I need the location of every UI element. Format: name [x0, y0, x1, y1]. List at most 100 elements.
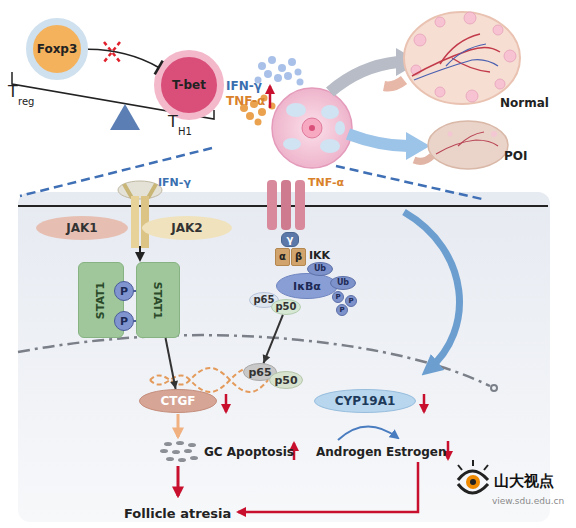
ikk-subunit: γ — [281, 232, 299, 247]
art-ellipse — [178, 458, 186, 462]
phospho-circle: P — [336, 304, 348, 316]
art-ellipse — [160, 449, 168, 453]
nuclear-envelope-end — [491, 385, 497, 391]
phospho-circle: P — [332, 291, 344, 303]
increase-arrow — [269, 86, 272, 108]
fulcrum-triangle — [110, 104, 140, 130]
outcome-arrow-head — [406, 132, 430, 160]
connector-line — [88, 49, 159, 67]
art-circle — [278, 64, 286, 72]
phospho-circle-shape — [337, 305, 348, 316]
signal-arrow — [139, 246, 141, 260]
ubiquitin-oval-shape — [308, 263, 333, 276]
gene-oval: CTGF — [139, 389, 217, 413]
art-circle — [491, 131, 497, 137]
outcome-label: Follicle atresia — [124, 507, 231, 520]
art-ellipse — [286, 103, 306, 117]
phospho-circle-shape — [346, 296, 357, 307]
art-circle — [448, 132, 453, 137]
art-ellipse — [176, 441, 184, 445]
nfkb-subunit-shape — [272, 300, 301, 315]
cell-label: T — [168, 114, 178, 130]
kinase-oval: JAK2 — [142, 216, 232, 240]
art-circle — [504, 50, 516, 62]
node-text: p50 — [274, 375, 297, 386]
phospho-circle: P — [114, 281, 134, 301]
connector-line — [264, 315, 283, 363]
art-circle — [258, 108, 266, 116]
ikk-subunit: β — [291, 248, 306, 266]
node-text: p65 — [253, 295, 274, 305]
connector — [263, 315, 283, 363]
cell-subscript: H1 — [178, 127, 192, 137]
ifn-receptor-chain — [141, 196, 149, 248]
process-label: GC Apoptosis — [204, 446, 294, 458]
node-text: T-bet — [172, 79, 206, 91]
signal-arrow — [238, 462, 418, 512]
art-ellipse — [184, 449, 192, 453]
node-text: γ — [287, 235, 294, 245]
kinase-oval-shape — [142, 216, 232, 240]
connector-head — [263, 354, 270, 363]
cytokine-label: IFN-γ — [226, 80, 262, 92]
inhibitor-oval: IκBα — [276, 273, 338, 299]
phospho-circle: P — [114, 311, 134, 331]
connector — [166, 338, 178, 389]
gene-oval-shape — [315, 390, 416, 413]
treg-cell-shape — [30, 22, 85, 77]
node-text: P — [339, 307, 344, 314]
th1-cell-shape — [158, 54, 221, 117]
connector-line — [166, 338, 176, 389]
decrease-arrow — [225, 394, 228, 412]
ubiquitin-oval-shape — [331, 277, 356, 290]
art-ellipse — [320, 139, 340, 153]
molecule-label: Estrogen — [386, 446, 447, 458]
node-text: β — [295, 252, 302, 262]
art-circle — [284, 72, 292, 80]
oocyte — [302, 118, 322, 138]
art-ellipse — [188, 443, 196, 447]
art-circle — [246, 112, 254, 120]
block-cross — [104, 42, 120, 62]
node-text: P — [335, 294, 340, 301]
art-circle — [297, 79, 304, 86]
node-text: IκBα — [293, 281, 321, 292]
art-circle — [493, 25, 503, 35]
signal-arrow — [404, 212, 459, 370]
follicle — [272, 88, 352, 168]
node-text: P — [120, 286, 128, 297]
art-path — [414, 60, 498, 80]
ovary-vessels — [436, 132, 498, 154]
node-text: Foxp3 — [37, 43, 78, 55]
art-circle — [268, 56, 276, 64]
art-path — [458, 132, 484, 146]
art-ellipse — [190, 456, 198, 460]
tnf-receptor-chain — [281, 180, 291, 230]
ubiquitin-oval: Ub — [307, 262, 333, 276]
ovary-vessels — [414, 44, 498, 80]
stat-box: STAT1 — [136, 262, 180, 338]
cell-subscript: reg — [18, 97, 34, 107]
node-text: JAK2 — [171, 222, 202, 234]
decrease-arrow — [447, 441, 450, 459]
art-circle — [258, 62, 266, 70]
ubiquitin-oval: Ub — [330, 276, 356, 290]
dna-fragments — [160, 441, 198, 462]
art-circle — [288, 58, 296, 66]
art-circle — [466, 475, 480, 489]
art-ellipse — [321, 105, 339, 119]
conversion-arrow — [338, 426, 398, 440]
art-path — [458, 460, 488, 470]
art-path — [446, 44, 486, 66]
art-ellipse — [335, 121, 345, 135]
art-circle — [264, 70, 272, 78]
watermark: 山大视点 — [494, 474, 554, 489]
treg-cell: Foxp3 — [26, 18, 88, 80]
nuclear-envelope — [18, 335, 490, 386]
nfkb-subunit: p50 — [271, 299, 301, 315]
art-circle — [470, 479, 476, 485]
node-text: Ub — [337, 279, 349, 287]
phospho-circle-shape — [115, 282, 134, 301]
node-text: Ub — [314, 265, 326, 273]
